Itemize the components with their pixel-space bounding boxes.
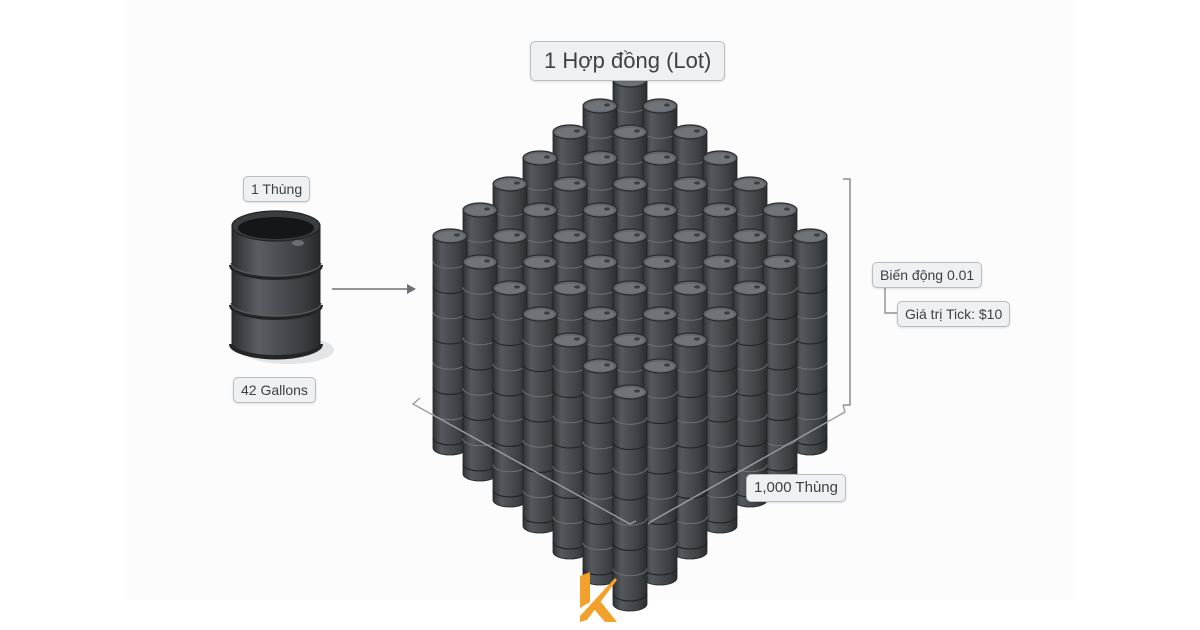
barrel-stack [432,72,828,612]
arrow-right-icon [332,284,416,294]
barrel-count-label: 1,000 Thùng [746,474,846,502]
base-bracket [411,397,846,525]
tick-connector [884,286,897,314]
gallons-label: 42 Gallons [233,377,316,403]
k-logo-icon [580,572,617,622]
tick-value-label: Giá trị Tick: $10 [897,301,1011,327]
single-barrel-icon [229,210,334,364]
lot-title-label: 1 Hợp đồng (Lot) [530,41,726,81]
one-barrel-label: 1 Thùng [243,176,311,202]
price-move-label: Biến động 0.01 [872,262,983,288]
height-bracket [843,178,851,406]
